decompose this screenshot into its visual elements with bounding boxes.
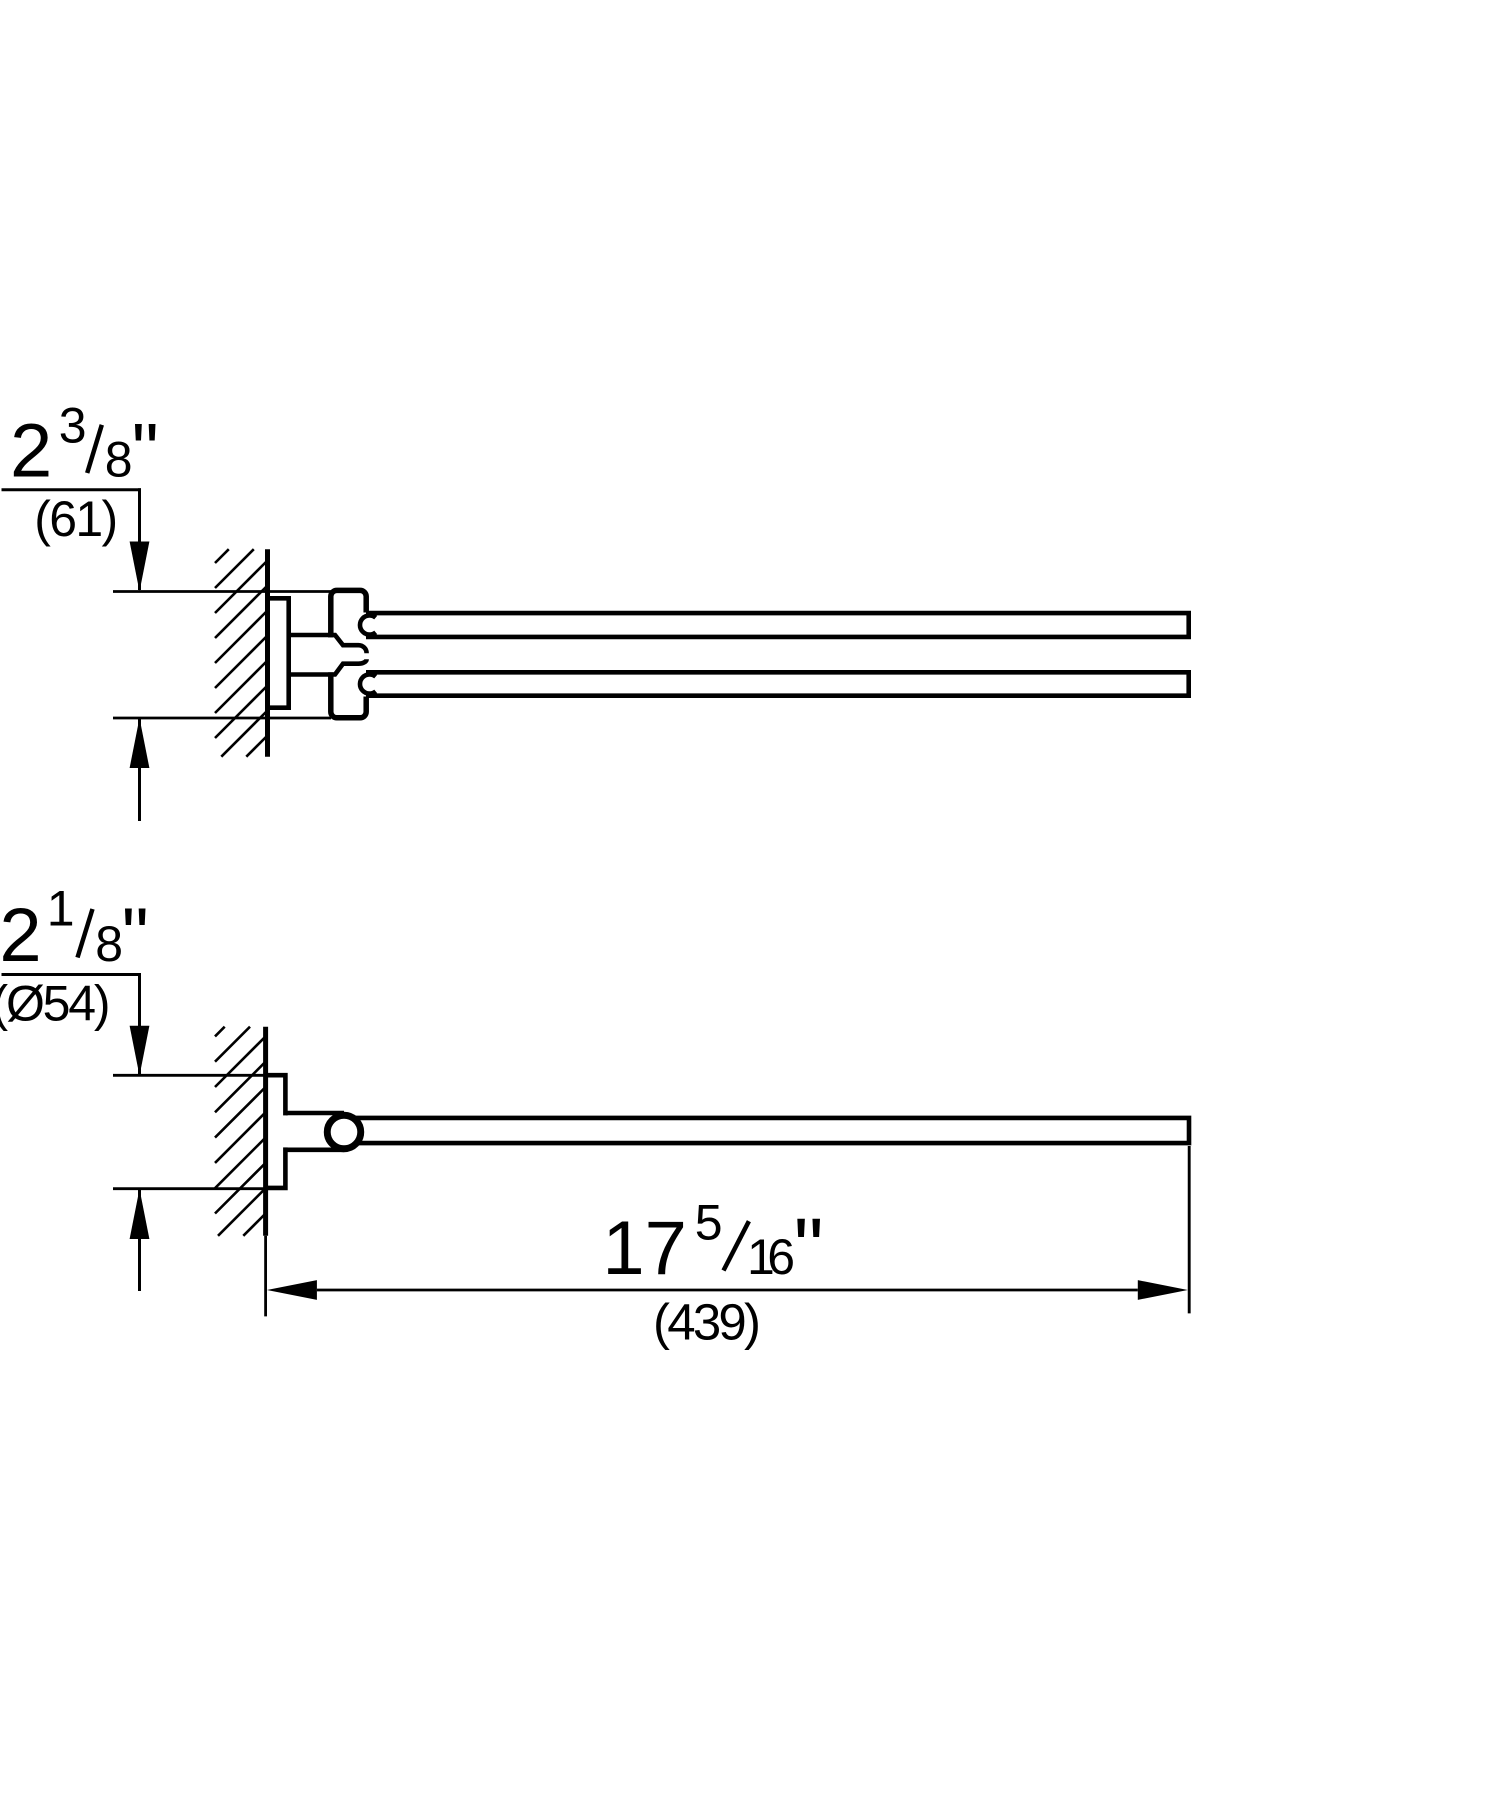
- svg-text:": ": [794, 1201, 824, 1295]
- svg-text:8: 8: [105, 432, 133, 488]
- svg-text:3: 3: [59, 398, 87, 454]
- svg-text:2: 2: [0, 893, 42, 978]
- svg-text:": ": [132, 409, 159, 494]
- svg-text:(439): (439): [653, 1294, 761, 1351]
- svg-text:": ": [122, 893, 149, 978]
- svg-text:(61): (61): [34, 491, 118, 547]
- svg-text:17: 17: [602, 1206, 687, 1291]
- svg-text:5: 5: [695, 1195, 723, 1251]
- svg-text:16: 16: [747, 1229, 795, 1285]
- svg-text:8: 8: [95, 916, 123, 972]
- svg-text:(Ø54): (Ø54): [0, 975, 111, 1031]
- svg-text:2: 2: [10, 409, 52, 494]
- svg-text:1: 1: [47, 881, 75, 937]
